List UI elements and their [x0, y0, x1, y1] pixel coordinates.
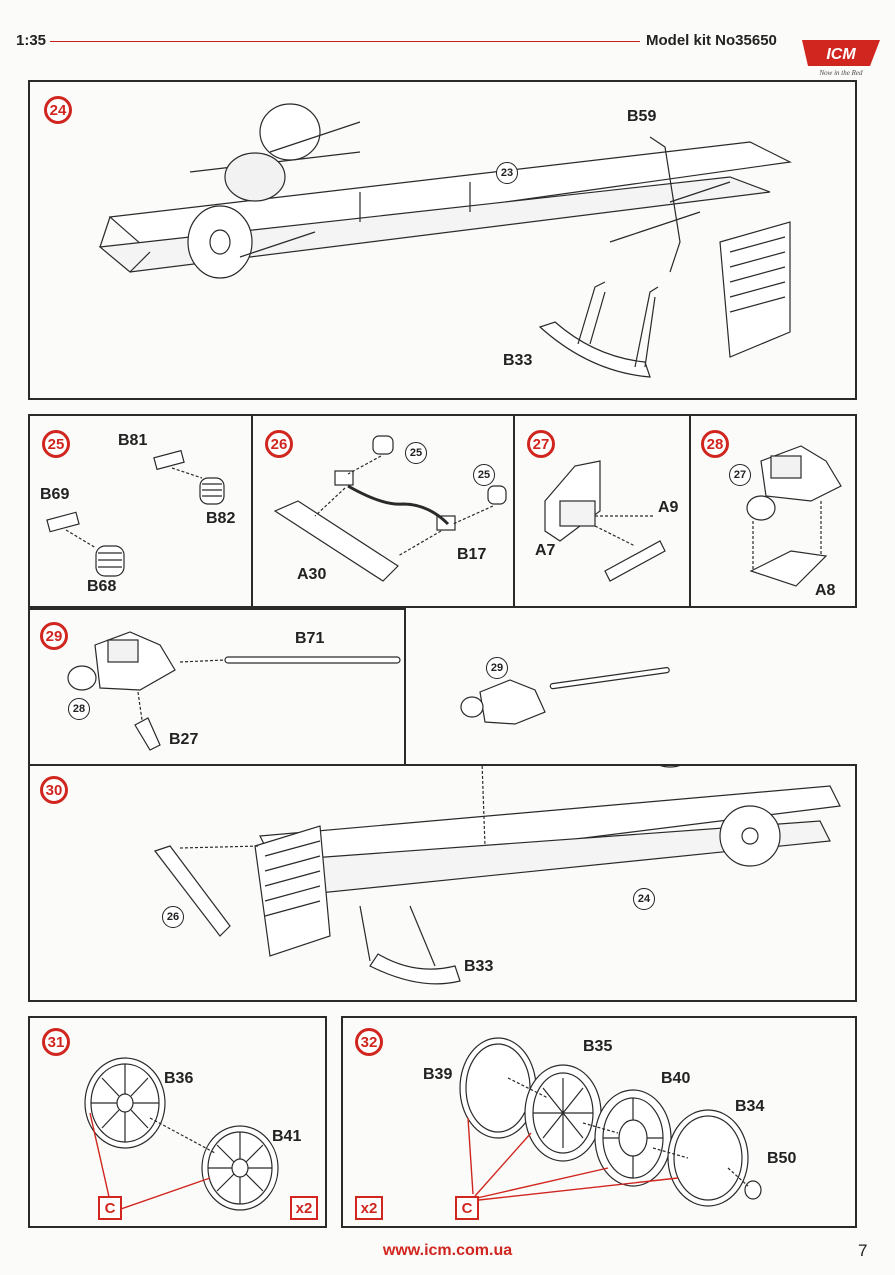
kit-number: Model kit No35650 [646, 32, 777, 49]
step-25-badge: 25 [42, 430, 70, 458]
step-26-drawing [273, 435, 507, 582]
label-b59: B59 [627, 108, 657, 125]
step-30-subassembly-drawing [460, 667, 670, 725]
step-29-drawing [67, 631, 401, 751]
footer-url: www.icm.com.ua [382, 1242, 513, 1259]
label-b36: B36 [164, 1070, 194, 1087]
label-b82: B82 [206, 510, 236, 527]
label-b34: B34 [735, 1098, 765, 1115]
label-b35: B35 [583, 1038, 613, 1055]
step-27-drawing [544, 460, 666, 582]
label-b17: B17 [457, 546, 487, 563]
color-code-c: C [455, 1196, 479, 1220]
step-26-panel: 26 25 25 A30 B17 [251, 414, 515, 608]
label-b27: B27 [169, 731, 199, 748]
page-header: 1:35 Model kit No35650 ICM Now in the Re… [0, 0, 895, 77]
scale-label: 1:35 [16, 32, 47, 49]
label-b39: B39 [423, 1066, 453, 1083]
step-29-badge: 29 [40, 622, 68, 650]
label-a8: A8 [815, 582, 836, 599]
ref-23: 23 [496, 162, 518, 184]
step-30-panel: 30 B33 26 24 [28, 764, 857, 1002]
ref-25a: 25 [405, 442, 427, 464]
label-b40: B40 [661, 1070, 691, 1087]
step-27-badge: 27 [527, 430, 555, 458]
page-number: 7 [858, 1241, 868, 1260]
label-b68: B68 [87, 578, 117, 595]
step-32-panel: 32 B39 B35 B40 B34 B50 x2 C [341, 1016, 857, 1228]
step-24-badge: 24 [44, 96, 72, 124]
step-27-panel: 27 A9 A7 [513, 414, 691, 608]
chassis-frame-drawing [98, 103, 792, 378]
step-32-drawing [459, 1037, 762, 1207]
step-28-badge: 28 [701, 430, 729, 458]
ref-27: 27 [729, 464, 751, 486]
quantity-badge: x2 [355, 1196, 383, 1220]
label-b41: B41 [272, 1128, 302, 1145]
step-25-panel: 25 B81 B82 B69 B68 [28, 414, 253, 608]
label-b71: B71 [295, 630, 325, 647]
label-a9: A9 [658, 499, 679, 516]
label-b33: B33 [503, 352, 533, 369]
label-b33: B33 [464, 958, 494, 975]
step-26-badge: 26 [265, 430, 293, 458]
step-25-drawing [46, 449, 225, 577]
step-29-panel: 29 B71 28 B27 [28, 608, 406, 766]
ref-28: 28 [68, 698, 90, 720]
icm-logo: ICM Now in the Red [802, 40, 880, 77]
quantity-badge: x2 [290, 1196, 318, 1220]
step-31-panel: 31 B36 B41 C x2 [28, 1016, 327, 1228]
ref-24: 24 [633, 888, 655, 910]
header-rule [50, 41, 640, 42]
step-31-badge: 31 [42, 1028, 70, 1056]
label-b50: B50 [767, 1150, 797, 1167]
step-24-panel: 24 B59 B33 23 [28, 80, 857, 400]
ref-29: 29 [486, 657, 508, 679]
ref-26: 26 [162, 906, 184, 928]
svg-text:Now in the Red: Now in the Red [819, 69, 863, 77]
step-32-badge: 32 [355, 1028, 383, 1056]
label-a7: A7 [535, 542, 556, 559]
ref-25b: 25 [473, 464, 495, 486]
label-a30: A30 [297, 566, 327, 583]
step-31-drawing [84, 1057, 279, 1211]
step-28-panel: 28 27 A8 [689, 414, 857, 608]
svg-text:ICM: ICM [826, 46, 856, 63]
step-30-badge: 30 [40, 776, 68, 804]
label-b81: B81 [118, 432, 148, 449]
step-28-drawing [746, 445, 842, 587]
color-code-c: C [98, 1196, 122, 1220]
label-b69: B69 [40, 486, 70, 503]
chassis-assembly-drawing [154, 766, 841, 985]
